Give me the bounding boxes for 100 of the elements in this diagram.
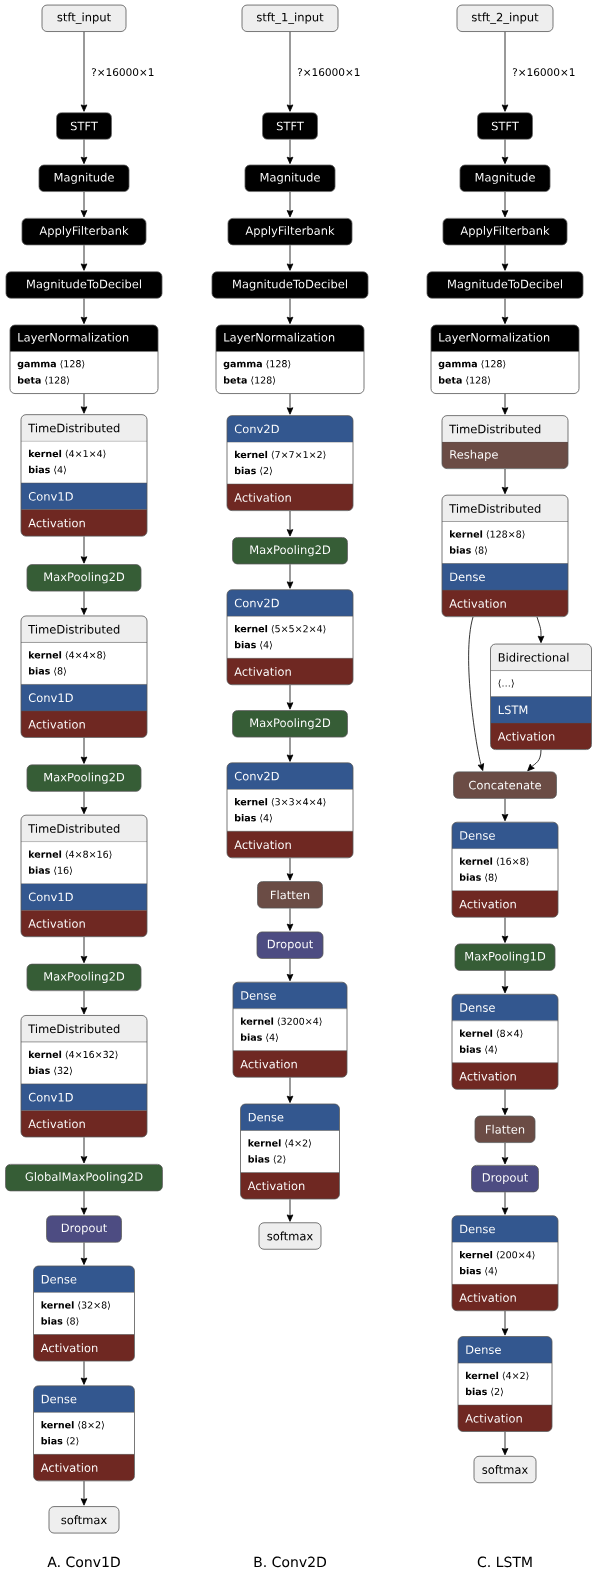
arrow: [501, 1431, 509, 1456]
layer-name: Conv2D: [234, 771, 279, 781]
layer-box: [451, 993, 559, 1090]
layer-name: stft_1_input: [257, 12, 324, 24]
parameter-text: bias ⟨16⟩: [29, 866, 72, 875]
edge-label: ?×16000×1: [90, 67, 156, 78]
layer-box: [5, 271, 163, 299]
parameter-text: kernel ⟨4×1×4⟩: [29, 449, 106, 459]
layer-name: Activation: [234, 667, 291, 676]
layer-box: [457, 1336, 553, 1432]
edge-label: ?×16000×1: [511, 67, 577, 78]
layer-box: [471, 1164, 539, 1193]
arrow: [501, 1191, 509, 1215]
arrow: [501, 917, 509, 943]
layer-name: Flatten: [486, 1124, 525, 1134]
panel-caption: B. Conv2D: [254, 1556, 326, 1568]
arrow: [501, 1089, 509, 1116]
layer-name: Activation: [28, 918, 85, 928]
layer-name: Activation: [497, 731, 555, 741]
layer-box: [20, 1015, 148, 1138]
parameter-text: bias ⟨4⟩: [235, 640, 272, 650]
arrow: [286, 958, 294, 982]
arrow: [286, 31, 294, 112]
layer-box: [256, 931, 324, 959]
layer-name: Activation: [240, 1059, 297, 1069]
layer-box: [211, 271, 369, 299]
parameter-text: kernel ⟨4×8×16⟩: [29, 850, 112, 859]
layer-box: [26, 963, 142, 992]
arrow: [80, 31, 88, 112]
layer-name: Magnitude: [475, 172, 535, 184]
parameter-text: beta ⟨128⟩: [18, 376, 70, 385]
layer-box: [473, 1455, 537, 1484]
layer-name: Conv1D: [28, 693, 73, 703]
layer-box: [33, 1265, 135, 1362]
layer-name: TimeDistributed: [28, 1024, 120, 1034]
parameter-text: bias ⟨8⟩: [29, 667, 66, 676]
layer-box: [5, 1163, 163, 1192]
layer-name: LayerNormalization: [18, 332, 129, 344]
layer-box: [442, 217, 568, 246]
layer-box: [257, 881, 323, 909]
arrow: [80, 536, 88, 564]
layer-name: Conv1D: [28, 492, 73, 501]
arrow: [501, 393, 509, 415]
layer-name: TimeDistributed: [449, 424, 541, 434]
layer-box: [430, 324, 580, 394]
layer-box: [232, 710, 348, 738]
arrow: [286, 139, 294, 165]
parameter-text: bias ⟨4⟩: [241, 1033, 278, 1042]
parameter-text: kernel ⟨8×4⟩: [460, 1029, 523, 1039]
arrow: [501, 1310, 509, 1336]
arrow: [286, 684, 294, 710]
arrow: [286, 857, 294, 881]
layer-name: Dense: [41, 1275, 77, 1284]
layer-box: [241, 4, 339, 32]
layer-name: Concatenate: [469, 780, 541, 790]
arrow: [80, 1242, 88, 1265]
layer-box: [232, 981, 348, 1078]
arrow: [80, 791, 88, 815]
layer-box: [226, 589, 354, 686]
arrow: [286, 393, 294, 415]
arrow: [80, 591, 88, 615]
arrow: [527, 749, 542, 772]
layer-name: Conv1D: [28, 1092, 73, 1102]
arrow: [80, 990, 88, 1015]
layer-name: Dense: [460, 1224, 495, 1234]
layer-name: softmax: [267, 1231, 313, 1241]
layer-name: ApplyFilterbank: [245, 226, 335, 238]
layer-name: MagnitudeToDecibel: [27, 279, 141, 291]
parameter-text: kernel ⟨7×7×1×2⟩: [235, 450, 326, 460]
layer-box: [474, 1115, 536, 1143]
layer-name: Dense: [466, 1345, 501, 1354]
layer-name: Magnitude: [54, 172, 114, 184]
layer-name: Dense: [41, 1394, 77, 1404]
layer-box: [441, 415, 569, 469]
layer-name: Activation: [234, 492, 291, 502]
layer-name: Activation: [465, 1413, 522, 1423]
arrow: [468, 616, 484, 771]
parameter-text: kernel ⟨4×2⟩: [248, 1139, 311, 1148]
layer-name: TimeDistributed: [28, 624, 120, 634]
layer-name: Activation: [28, 518, 85, 528]
layer-name: STFT: [491, 121, 519, 131]
layer-name: MagnitudeToDecibel: [233, 279, 347, 291]
layer-name: softmax: [61, 1515, 107, 1525]
layer-name: Flatten: [271, 890, 310, 900]
arrow: [501, 468, 509, 495]
layer-name: GlobalMaxPooling2D: [25, 1172, 143, 1184]
layer-name: LayerNormalization: [439, 332, 550, 344]
parameter-text: kernel ⟨3200×4⟩: [241, 1017, 322, 1026]
layer-box: [262, 112, 318, 140]
layer-box: [226, 762, 354, 859]
parameter-text: kernel ⟨4×4×8⟩: [29, 651, 106, 660]
arrow: [80, 936, 88, 964]
layer-box: [20, 414, 148, 537]
layer-box: [215, 324, 365, 394]
layer-name: Activation: [449, 598, 506, 608]
arrow: [80, 1480, 88, 1506]
layer-name: Activation: [28, 1119, 85, 1129]
layer-name: MaxPooling2D: [250, 718, 331, 730]
parameter-text: gamma ⟨128⟩: [223, 359, 291, 370]
panel-caption: C. LSTM: [477, 1556, 532, 1568]
